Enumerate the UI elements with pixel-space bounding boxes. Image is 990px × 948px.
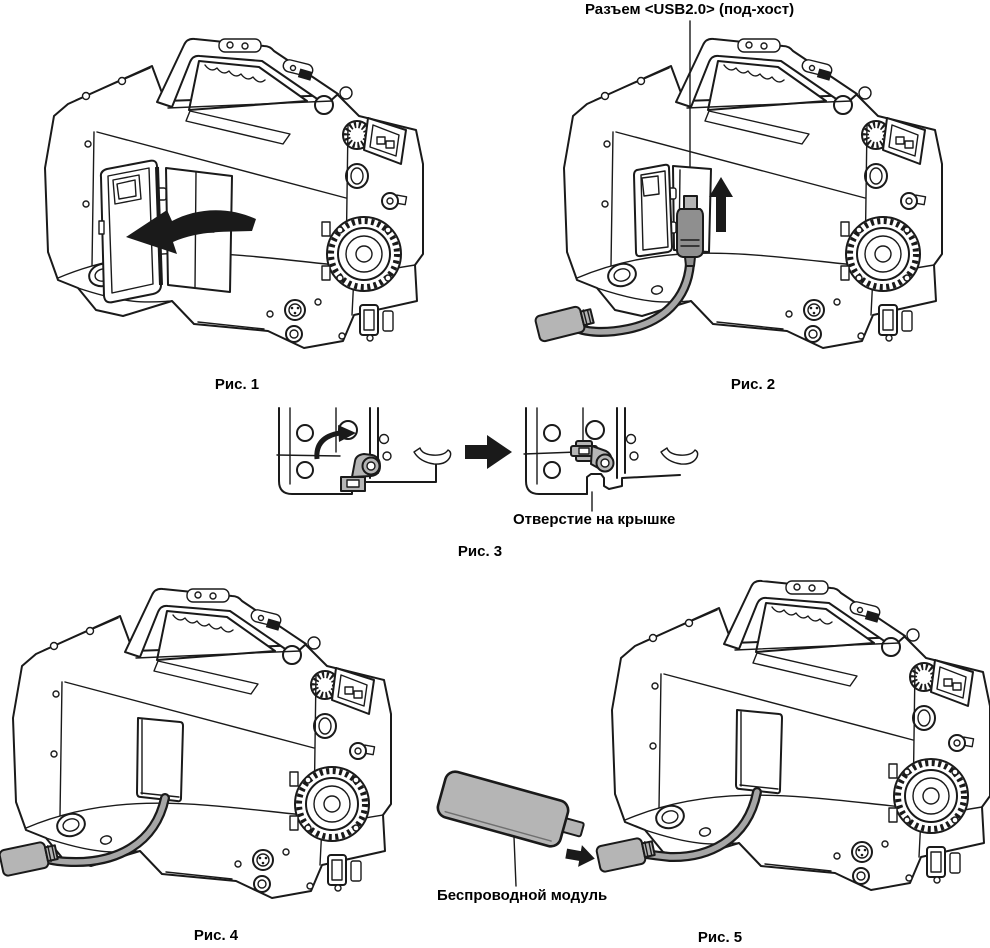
usb-cable <box>0 793 170 877</box>
usb-cable <box>534 259 695 343</box>
figure-3-illustration <box>276 407 699 512</box>
usb-connector-label: Разъем <USB2.0> (под-хост) <box>585 1 795 18</box>
figure-4-illustration <box>0 589 391 898</box>
cover-hole-label: Отверстие на крышке <box>513 511 676 528</box>
usb-plug <box>676 195 704 267</box>
latch-detail-after <box>523 407 699 512</box>
figure-5-illustration <box>436 581 990 890</box>
open-cover-arrow-icon <box>126 210 256 254</box>
figure-5-caption: Рис. 5 <box>697 929 743 946</box>
insert-plug-arrow-icon <box>709 177 733 232</box>
latch-detail-before <box>276 407 452 495</box>
latch-open <box>340 453 381 492</box>
figure-1-caption: Рис. 1 <box>214 376 260 393</box>
wireless-module-label: Беспроводной модуль <box>437 887 608 904</box>
usb-cable <box>595 787 762 873</box>
figure-2-caption: Рис. 2 <box>730 376 776 393</box>
figure-1-illustration <box>45 39 423 348</box>
figure-2-illustration <box>534 20 942 348</box>
wireless-module <box>436 770 585 887</box>
transition-arrow-icon <box>465 435 512 469</box>
attach-module-arrow-icon <box>565 845 595 867</box>
figure-4-caption: Рис. 4 <box>193 927 239 944</box>
module-leader-line <box>513 836 517 887</box>
rotate-latch-arrow-icon <box>314 430 341 460</box>
open-cover <box>633 163 677 258</box>
latch-locked <box>570 440 615 473</box>
figure-3-caption: Рис. 3 <box>457 543 503 560</box>
